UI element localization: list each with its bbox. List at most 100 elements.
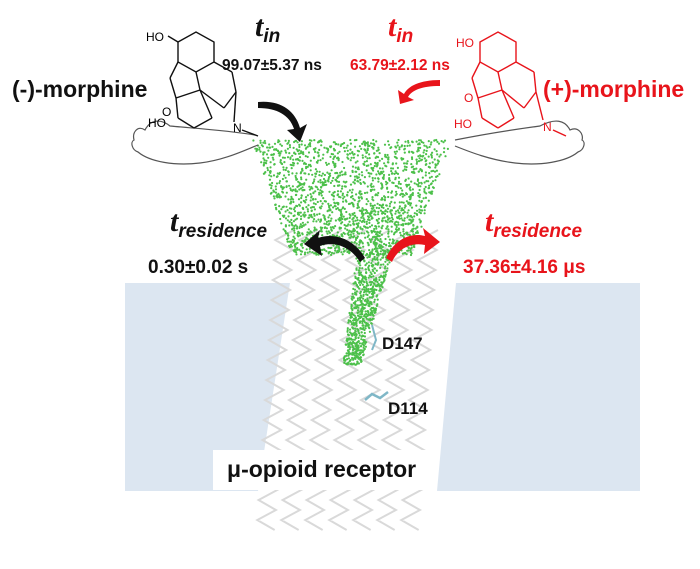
ligand-position-dot <box>285 180 288 183</box>
ligand-position-dot <box>284 224 287 227</box>
ligand-position-dot <box>292 249 295 252</box>
ligand-position-dot <box>355 343 358 346</box>
ligand-position-dot <box>428 145 431 149</box>
ligand-position-dot <box>336 234 339 237</box>
ligand-position-dot <box>397 211 400 214</box>
ligand-position-dot <box>361 302 364 305</box>
ligand-position-dot <box>282 215 285 218</box>
ligand-position-dot <box>322 214 325 217</box>
ligand-position-dot <box>353 338 356 341</box>
ligand-position-dot <box>381 220 384 223</box>
ligand-position-dot <box>368 225 372 228</box>
ligand-position-dot <box>359 193 362 196</box>
ligand-position-dot <box>403 232 406 236</box>
ligand-position-dot <box>319 200 322 203</box>
ligand-position-dot <box>298 156 302 159</box>
ligand-position-dot <box>417 192 420 195</box>
ligand-position-dot <box>361 228 364 231</box>
ligand-position-dot <box>402 252 406 255</box>
ligand-position-dot <box>428 162 431 165</box>
ligand-position-dot <box>436 162 439 165</box>
ligand-position-dot <box>294 174 297 178</box>
ligand-position-dot <box>424 174 427 177</box>
minus-morphine-label: (-)-morphine <box>12 76 148 102</box>
ligand-position-dot <box>296 185 299 188</box>
ligand-position-dot <box>296 211 300 214</box>
ligand-position-dot <box>386 186 389 189</box>
ligand-position-dot <box>364 225 367 228</box>
ligand-position-dot <box>361 174 364 177</box>
ligand-position-dot <box>427 187 430 190</box>
ligand-position-dot <box>382 170 385 173</box>
ligand-position-dot <box>390 196 393 199</box>
ligand-position-dot <box>386 221 389 224</box>
ligand-position-dot <box>394 221 397 224</box>
ligand-position-dot <box>399 182 402 186</box>
ligand-position-dot <box>409 250 412 254</box>
ligand-position-dot <box>363 140 366 143</box>
ligand-position-dot <box>327 216 330 219</box>
ligand-position-dot <box>351 298 354 301</box>
ligand-position-dot <box>329 226 332 229</box>
ligand-position-dot <box>390 225 393 228</box>
minus-t-in-value: 99.07±5.37 ns <box>222 57 322 74</box>
ligand-position-dot <box>354 275 357 278</box>
ligand-position-dot <box>300 201 303 204</box>
ligand-position-dot <box>341 192 344 195</box>
ligand-position-dot <box>328 214 331 217</box>
ligand-position-dot <box>332 176 335 180</box>
ligand-position-dot <box>356 362 359 365</box>
ligand-position-dot <box>366 256 369 259</box>
ligand-position-dot <box>275 175 278 178</box>
ligand-position-dot <box>377 252 380 255</box>
ligand-position-dot <box>279 143 282 146</box>
ligand-position-dot <box>430 141 433 144</box>
ligand-position-dot <box>285 191 288 194</box>
ligand-position-dot <box>279 217 282 221</box>
ligand-position-dot <box>281 186 284 189</box>
ligand-position-dot <box>422 151 425 154</box>
ligand-position-dot <box>409 253 413 257</box>
ligand-position-dot <box>358 298 362 301</box>
ligand-position-dot <box>286 219 289 222</box>
t-symbol: t <box>255 10 264 43</box>
ligand-position-dot <box>322 153 325 156</box>
ligand-position-dot <box>327 177 330 180</box>
ligand-position-dot <box>358 334 361 337</box>
ligand-position-dot <box>396 166 399 169</box>
ligand-position-dot <box>317 253 320 256</box>
ligand-position-dot <box>313 139 316 142</box>
ligand-position-dot <box>280 144 283 147</box>
ligand-position-dot <box>369 275 372 278</box>
ligand-position-dot <box>371 252 374 255</box>
ligand-position-dot <box>356 277 359 280</box>
ligand-position-dot <box>418 157 421 160</box>
ligand-position-dot <box>368 269 371 272</box>
ligand-position-dot <box>415 140 418 143</box>
ligand-position-dot <box>373 288 376 291</box>
receptor-label-box: μ-opioid receptor <box>213 450 435 490</box>
ligand-position-dot <box>327 180 330 183</box>
ligand-position-dot <box>408 151 411 154</box>
ligand-position-dot <box>435 175 438 178</box>
ligand-position-dot <box>425 159 428 162</box>
ligand-position-dot <box>369 204 372 207</box>
ligand-position-dot <box>356 260 359 263</box>
ligand-position-dot <box>307 151 311 154</box>
ligand-position-dot <box>349 224 352 227</box>
ligand-position-dot <box>420 182 423 185</box>
t-subscript: in <box>396 26 414 47</box>
ligand-position-dot <box>274 191 278 194</box>
ligand-position-dot <box>350 241 353 244</box>
ligand-position-dot <box>340 187 344 190</box>
ligand-position-dot <box>361 322 364 325</box>
ligand-position-dot <box>343 150 346 153</box>
ligand-position-dot <box>346 191 349 194</box>
ligand-position-dot <box>306 251 309 254</box>
ligand-position-dot <box>415 231 418 234</box>
ligand-position-dot <box>262 141 265 144</box>
ligand-position-dot <box>358 287 361 290</box>
ligand-position-dot <box>309 193 312 196</box>
ligand-position-dot <box>370 172 373 175</box>
ligand-position-dot <box>407 177 410 180</box>
